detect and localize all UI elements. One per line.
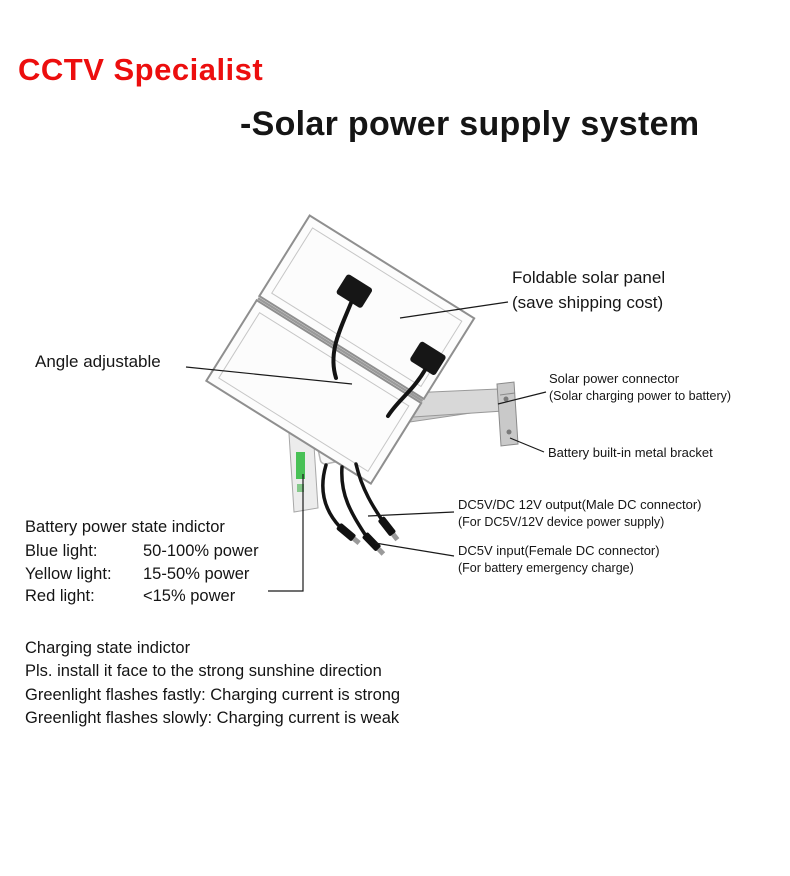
- solar-panels: [204, 214, 476, 486]
- callout-dc-output-line1: DC5V/DC 12V output(Male DC connector): [458, 497, 702, 512]
- battery-state-title: Battery power state indictor: [25, 518, 225, 536]
- battery-state-block: Battery power state indictor Blue light:…: [25, 516, 259, 607]
- panel-cables: [331, 301, 427, 418]
- dc-connector-2: [362, 532, 386, 556]
- callout-metal-bracket: Battery built-in metal bracket: [548, 445, 713, 460]
- battery-state-label: Blue light:: [25, 542, 98, 561]
- charging-state-block: Charging state indictor Pls. install it …: [25, 637, 400, 731]
- dc-connector-3: [378, 516, 400, 542]
- callout-solar-connector-line1: Solar power connector: [549, 371, 680, 386]
- callout-dc-input: DC5V input(Female DC connector) (For bat…: [458, 542, 660, 578]
- callout-foldable-line1: Foldable solar panel: [512, 268, 666, 287]
- leader-lines: [185, 301, 547, 592]
- callout-foldable-line2: (save shipping cost): [512, 292, 664, 312]
- battery-state-label: Red light:: [25, 586, 95, 605]
- battery-state-value: 15-50% power: [143, 564, 250, 583]
- battery-state-value: 50-100% power: [143, 542, 259, 561]
- callout-dc-output-line2: (For DC5V/12V device power supply): [458, 515, 665, 530]
- callout-solar-connector: Solar power connector (Solar charging po…: [549, 370, 731, 406]
- page-title: -Solar power supply system: [240, 105, 700, 143]
- callout-dc-input-line1: DC5V input(Female DC connector): [458, 543, 660, 558]
- junction-box-2: [410, 341, 446, 375]
- charging-led-indicator: [296, 452, 305, 479]
- charging-state-line: Greenlight flashes slowly: Charging curr…: [25, 709, 400, 728]
- dc-cables: [321, 462, 384, 538]
- junction-box-1: [336, 274, 373, 308]
- battery-state-row-blue: Blue light: 50-100% power: [25, 540, 259, 562]
- battery-state-label: Yellow light:: [25, 564, 112, 583]
- callout-angle-adjustable: Angle adjustable: [35, 352, 161, 371]
- charging-state-line: Charging state indictor: [25, 639, 191, 657]
- battery-state-value: <15% power: [143, 586, 236, 605]
- callout-dc-input-line2: (For battery emergency charge): [458, 561, 634, 576]
- battery-state-row-red: Red light: <15% power: [25, 585, 259, 607]
- brand-title: CCTV Specialist: [18, 52, 264, 87]
- callout-dc-output: DC5V/DC 12V output(Male DC connector) (F…: [458, 496, 702, 532]
- callout-solar-connector-line2: (Solar charging power to battery): [549, 389, 732, 404]
- charging-state-line: Pls. install it face to the strong sunsh…: [25, 662, 382, 681]
- battery-state-row-yellow: Yellow light: 15-50% power: [25, 563, 259, 585]
- callout-foldable-panel: Foldable solar panel (save shipping cost…: [512, 266, 665, 315]
- charging-state-line: Greenlight flashes fastly: Charging curr…: [25, 685, 401, 704]
- dc-connector-1: [336, 523, 361, 545]
